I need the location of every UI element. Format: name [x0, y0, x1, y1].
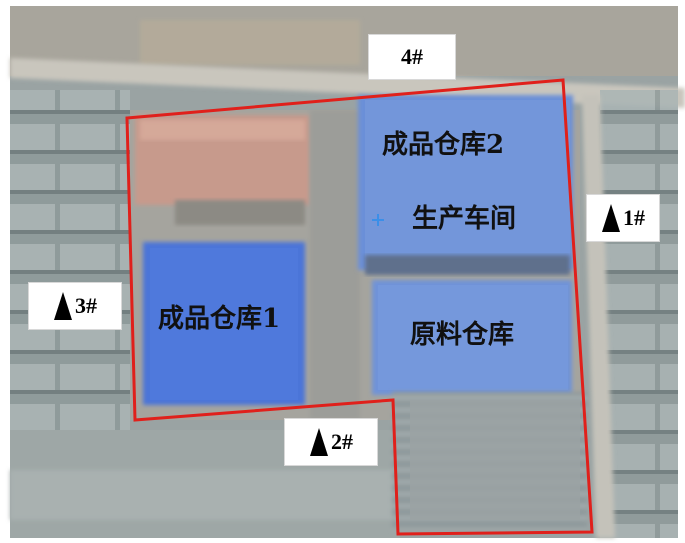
monitoring-point-3: 3# [28, 282, 122, 330]
label-workshop: 生产车间 [412, 204, 517, 234]
label-warehouse-1: 成品仓库1 [158, 304, 281, 334]
triangle-icon [310, 428, 328, 456]
center-cross-icon [372, 214, 384, 226]
triangle-icon [54, 292, 72, 320]
label-raw-material: 原料仓库 [410, 320, 515, 350]
monitoring-point-1: 1# [586, 194, 660, 242]
site-boundary [125, 78, 594, 536]
monitoring-point-2: 2# [284, 418, 378, 466]
monitoring-point-4: 4# [368, 34, 456, 80]
triangle-icon [602, 204, 620, 232]
label-warehouse-2: 成品仓库2 [382, 130, 505, 160]
aerial-imagery [10, 6, 685, 538]
